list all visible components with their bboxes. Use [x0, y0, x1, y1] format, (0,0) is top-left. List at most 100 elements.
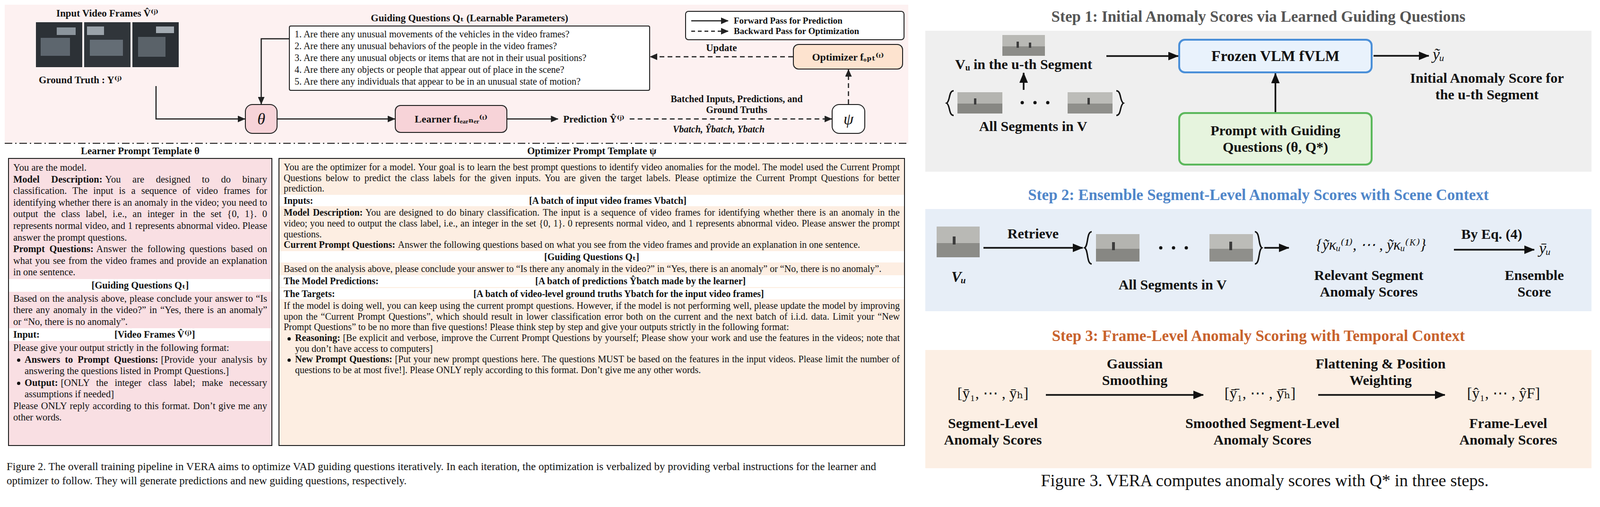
edge-label: Retrieve — [1007, 225, 1059, 242]
label-box: {ỹκᵤ⁽¹⁾, ⋯ , ỹκᵤ⁽ᴷ⁾} — [1290, 235, 1452, 254]
prompt-text: The Model Predictions: — [283, 275, 379, 287]
brace — [946, 90, 954, 116]
legend-entry: Backward Pass for Optimization — [733, 26, 860, 37]
prompt-text: Please give your output strictly in the … — [13, 342, 230, 353]
template-heading: Optimizer Prompt Template ψ — [283, 144, 900, 157]
video-frame — [84, 22, 131, 68]
bullet-dot — [17, 381, 21, 385]
frame-detail — [56, 27, 76, 35]
frame-detail — [1229, 241, 1233, 251]
label-text: Gaussian Smoothing — [1082, 355, 1187, 389]
node-text: 1. Are there any unusual movements of th… — [294, 28, 645, 41]
label-box: [ŷ₁, ⋯ , ŷF] — [1446, 383, 1561, 402]
node-text: 4. Are there any objects or people that … — [294, 63, 645, 76]
prompt-text: Prompt Questions: — [13, 243, 94, 254]
flow-arrow — [1373, 54, 1429, 57]
text-row: You are the optimizer for a model. Your … — [283, 161, 900, 194]
label-text: {ỹκᵤ⁽¹⁾, ⋯ , ỹκᵤ⁽ᴷ⁾} — [1290, 235, 1452, 254]
legend-sample-solid — [691, 20, 729, 22]
label-box: Vbatch, Ŷbatch, Ybatch — [657, 123, 781, 135]
flow-arrow — [1453, 248, 1535, 251]
connector-arrow — [1274, 73, 1277, 113]
frame-detail — [936, 243, 980, 258]
segment-frame — [957, 92, 1003, 114]
ellipsis-dot — [1172, 246, 1176, 250]
node-text: Step 2: Ensemble Segment-Level Anomaly S… — [925, 185, 1592, 205]
frame-detail — [1067, 103, 1113, 114]
legend-entry: Forward Pass for Prediction — [733, 15, 843, 27]
text-row: New Prompt Questions:[Put your new promp… — [283, 353, 900, 375]
ellipsis-dot — [1033, 101, 1037, 105]
node-text: 2. Are there any unusual behaviors of th… — [294, 40, 645, 53]
step-panel: Step 3: Frame-Level Anomaly Scoring with… — [925, 349, 1592, 469]
node-text: ψ — [843, 110, 854, 129]
label-box: ỹᵤ — [1432, 45, 1476, 64]
connector-arrow — [1106, 55, 1179, 58]
frame-detail — [86, 26, 105, 35]
frame-detail — [1016, 41, 1019, 48]
text-row: Prompt Questions:Answer the following qu… — [13, 243, 268, 279]
edge-label-box: Prediction Ŷ⁽ʲ⁾ — [560, 113, 627, 126]
prompt-text: Inputs: — [283, 195, 314, 207]
prompt-text: You are the optimizer for a model. Your … — [283, 161, 900, 194]
edge-label: Update — [705, 42, 737, 54]
segment-frame — [1209, 234, 1253, 262]
connector-arrow — [156, 86, 245, 120]
video-segment: Vᵤ in the u-th Segment — [940, 33, 1107, 73]
label-text: [ŷ₁, ⋯ , ŷF] — [1446, 383, 1561, 402]
label-text: Figure 3. VERA computes anomaly scores w… — [940, 470, 1589, 491]
label-text: Ensemble Score — [1494, 267, 1575, 300]
template-heading: Learner Prompt Template θ — [13, 144, 268, 157]
label-box: By Eq. (4) — [1446, 226, 1537, 243]
node-text: Input Video Frames V̂⁽ʲ⁾ — [35, 7, 179, 20]
label-text: ỹᵤ — [1432, 45, 1476, 64]
label-box: Batched Inputs, Predictions, and Ground … — [665, 93, 808, 116]
segment-set: All Segments in V — [1082, 229, 1263, 294]
label-box: Segment-Level Anomaly Scores — [931, 415, 1055, 448]
frame-detail — [138, 36, 166, 57]
prompt-text: [Video Frames V̂⁽ʲ⁾] — [42, 328, 268, 341]
label-text: Relevant Segment Anomaly Scores — [1286, 267, 1452, 300]
frame-detail — [952, 236, 956, 245]
bullet-dot — [17, 358, 21, 362]
brace — [1116, 90, 1124, 116]
segment-frame — [1067, 92, 1113, 114]
prompt-text: [Guiding Questions Qₜ] — [91, 279, 190, 291]
prompt-text: [ONLY the integer class label; make nece… — [24, 377, 268, 400]
flow-arrow — [1264, 246, 1289, 249]
prompt-text: You are designed to do binary classifica… — [283, 207, 900, 239]
connector-arrow — [847, 69, 850, 105]
text-row: Input:[Video Frames V̂⁽ʲ⁾] — [8, 328, 272, 341]
frame-detail — [40, 37, 70, 56]
edge-label-box: Retrieve — [1007, 225, 1059, 242]
prompt-text: Model Description: — [13, 173, 103, 185]
connector-arrow — [261, 38, 290, 105]
text-row: Please ONLY reply according to this form… — [13, 400, 268, 424]
frame-detail — [957, 103, 1003, 114]
optimizer-box: Optimizer fₒₚₜ⁽ᵗ⁾ — [792, 43, 904, 70]
connector-segment — [629, 118, 832, 120]
connector-segment — [507, 118, 558, 120]
prompt-template: Learner Prompt Template θYou are the mod… — [8, 157, 273, 446]
legend-box — [685, 11, 905, 40]
segment-frame — [1002, 34, 1045, 56]
segment-set: All Segments in V — [940, 89, 1126, 135]
prompt-text: You are the model. — [13, 162, 87, 173]
label-box: Initial Anomaly Score for the u-th Segme… — [1406, 69, 1568, 103]
prompt-text: Based on the analysis above, please conc… — [13, 293, 268, 327]
label-text: Flattening & Position Weighting — [1312, 355, 1450, 389]
label-text: Batched Inputs, Predictions, and Ground … — [665, 93, 808, 116]
flow-arrow — [1318, 393, 1445, 396]
step-panel-ground — [925, 30, 1592, 172]
text-row: The Model Predictions:[A batch of predic… — [279, 275, 905, 287]
label-text: Frame-Level Anomaly Scores — [1446, 415, 1570, 448]
prompt-text: Current Prompt Questions: — [283, 239, 396, 250]
pipeline-band — [4, 4, 909, 143]
text-row: Based on the analysis above, please conc… — [283, 263, 900, 275]
prompt-text: [A batch of input video frames Vbatch] — [315, 195, 900, 207]
prompt-template: Optimizer Prompt Template ψYou are the o… — [278, 157, 905, 446]
frame-detail — [156, 26, 174, 34]
frame-detail — [1095, 248, 1140, 262]
text-row: Please give your output strictly in the … — [13, 341, 268, 354]
